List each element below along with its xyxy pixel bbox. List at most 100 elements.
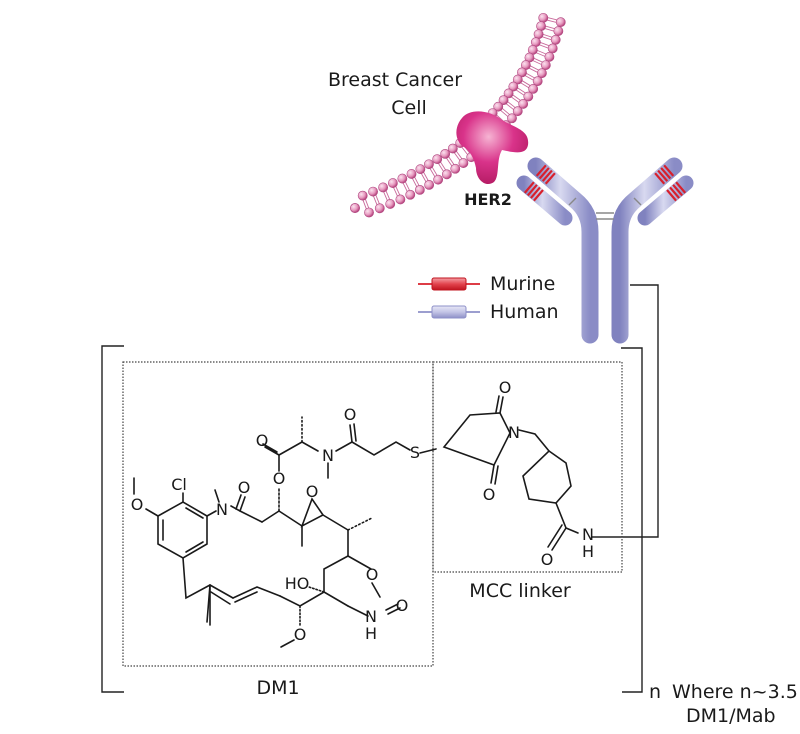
atom-n: N: [508, 423, 520, 442]
lipid-head: [538, 12, 549, 23]
lipid-head: [432, 154, 443, 165]
lipid-head: [503, 88, 514, 99]
murine-stripe: [535, 164, 547, 177]
lipid-head: [405, 189, 416, 200]
atom-o: O: [499, 378, 512, 397]
lipid-head: [357, 190, 368, 201]
legend-item-murine: Murine: [418, 273, 555, 295]
legend-label-murine: Murine: [490, 273, 555, 295]
mcc-linker-box: [432, 361, 623, 573]
mcc-linker-label: MCC linker: [469, 580, 571, 602]
lipid-head: [433, 174, 444, 185]
lipid-head: [458, 158, 469, 168]
her2-label: HER2: [464, 190, 512, 209]
lipid-head: [553, 26, 564, 36]
lipid-head: [550, 34, 561, 45]
murine-stripe: [666, 189, 677, 202]
lipid-head: [498, 95, 509, 106]
lipid-head: [447, 143, 458, 154]
atom-o: O: [294, 625, 307, 644]
legend: Murine Human: [418, 273, 559, 323]
atom-o: O: [238, 478, 251, 497]
atom-o: O: [396, 596, 409, 615]
lipid-head: [368, 186, 378, 197]
lipid-head: [414, 184, 425, 195]
murine-stripe: [533, 189, 544, 202]
lipid-head: [512, 106, 523, 117]
murine-stripe: [526, 184, 538, 197]
murine-stripe: [538, 167, 550, 180]
lipid-head: [540, 60, 551, 70]
lipid-head: [441, 169, 452, 180]
lipid-head: [440, 148, 451, 159]
murine-stripe: [654, 172, 666, 185]
lipid-head: [364, 207, 374, 218]
murine-stripe: [669, 186, 680, 199]
atom-n: N: [216, 500, 228, 519]
atom-h: H: [582, 542, 594, 561]
atom-h: H: [365, 624, 377, 643]
murine-stripe: [675, 181, 687, 194]
lipid-head: [493, 101, 504, 112]
antibody: [516, 157, 694, 344]
chemical-structure: [133, 395, 579, 648]
lipid-head: [508, 81, 519, 92]
atom-n: N: [582, 525, 594, 544]
atom-cl: Cl: [171, 475, 187, 494]
lipid-head: [385, 199, 396, 209]
atom-o: O: [131, 495, 144, 514]
atom-n: N: [322, 446, 334, 465]
legend-label-human: Human: [490, 301, 559, 323]
lipid-head: [374, 203, 385, 214]
lipid-head: [350, 203, 360, 213]
lipid-head: [415, 164, 426, 175]
lipid-head: [537, 68, 547, 79]
left-bracket: [101, 345, 124, 693]
atom-o: O: [541, 550, 554, 569]
murine-stripe: [660, 167, 672, 180]
lipid-head: [507, 113, 517, 124]
lipid-head: [532, 76, 543, 87]
lipid-head: [424, 159, 434, 170]
lipid-head: [528, 83, 539, 94]
atom-o: O: [273, 469, 286, 488]
repeat-subscript: n: [649, 681, 661, 703]
atom-o: O: [256, 431, 269, 450]
murine-stripe: [663, 164, 675, 177]
legend-item-human: Human: [418, 301, 559, 323]
lipid-head: [512, 74, 523, 85]
murine-stripe: [530, 186, 541, 199]
atom-o: O: [306, 482, 319, 501]
lipid-head: [406, 169, 417, 179]
murine-stripe: [672, 184, 684, 197]
murine-stripe: [541, 169, 553, 182]
atom-o: O: [366, 565, 379, 584]
murine-stripe: [544, 172, 556, 185]
atom-n: N: [365, 607, 377, 626]
repeat-bracket: [101, 345, 643, 693]
murine-variable-regions: [523, 164, 687, 202]
atom-labels: Cl O N O O O N O S O O O N H HO O O N O …: [131, 378, 594, 644]
lipid-head: [547, 43, 558, 54]
atom-s: S: [410, 443, 420, 462]
right-bracket: [621, 347, 643, 693]
lipid-head: [450, 163, 461, 174]
lipid-head: [395, 194, 406, 205]
atom-o: O: [483, 485, 496, 504]
lipid-head: [536, 21, 546, 32]
lipid-head: [544, 51, 555, 62]
lipid-head: [397, 173, 408, 184]
lipid-head: [523, 91, 534, 102]
antibody-linker-connector: [592, 284, 659, 538]
lipid-head: [424, 179, 435, 190]
lipid-head: [518, 99, 529, 109]
lipid-head: [387, 178, 398, 188]
cell-label-line1: Breast Cancer: [328, 69, 462, 91]
dm1-box: [122, 361, 434, 667]
murine-stripe: [657, 169, 669, 182]
dm1-label: DM1: [256, 677, 299, 699]
atom-ho: HO: [285, 574, 310, 593]
repeat-note-line2: DM1/Mab: [686, 705, 776, 727]
her2-receptor: [456, 111, 529, 185]
